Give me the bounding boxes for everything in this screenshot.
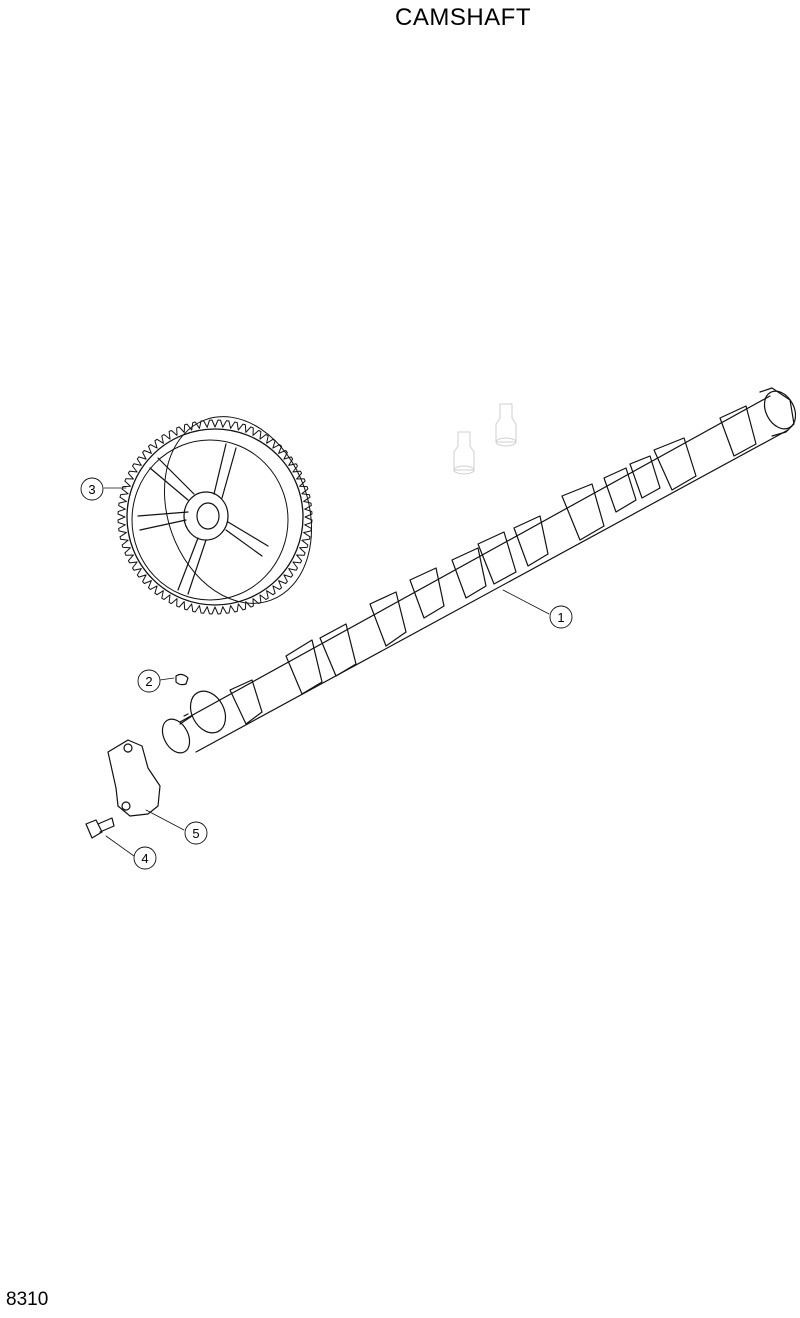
page-title: CAMSHAFT <box>395 4 531 31</box>
svg-text:1: 1 <box>557 610 564 625</box>
ghost-bolts <box>453 403 517 475</box>
leader-lines <box>103 487 550 857</box>
woodruff-key <box>175 673 189 686</box>
callout-5: 5 <box>184 821 208 845</box>
thrust-plate <box>107 739 161 817</box>
callout-3: 3 <box>80 477 104 501</box>
callout-2: 2 <box>137 669 161 693</box>
camshaft-gear <box>117 416 313 615</box>
svg-text:2: 2 <box>145 674 152 689</box>
page-code: 8310 <box>6 1289 49 1310</box>
svg-text:4: 4 <box>141 851 148 866</box>
callout-1: 1 <box>549 605 573 629</box>
camshaft <box>161 387 797 754</box>
gear-teeth <box>117 419 313 615</box>
bolt <box>85 817 115 839</box>
svg-text:3: 3 <box>88 482 95 497</box>
callout-4: 4 <box>133 846 157 870</box>
svg-text:5: 5 <box>192 826 199 841</box>
